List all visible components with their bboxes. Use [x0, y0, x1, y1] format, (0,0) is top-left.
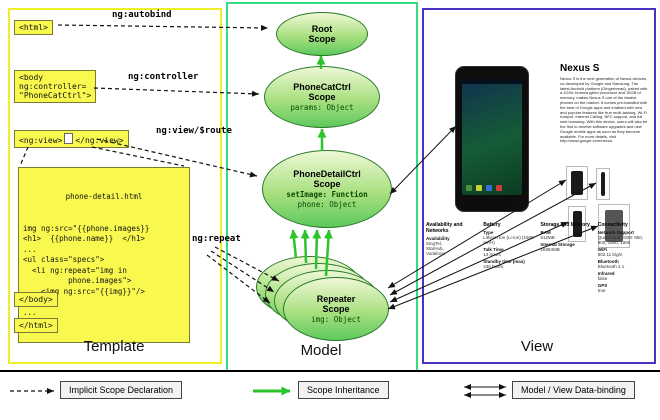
view-panel-label: View	[520, 338, 554, 355]
repeater-scope-ellipse: Repeater Scope img: Object	[283, 277, 389, 341]
phonedetailctrl-scope-title: PhoneDetailCtrl Scope	[293, 168, 361, 189]
spec-value: Quad-band GSM: 850, 900, 1800, 1900	[597, 235, 644, 245]
body-open-tag-box: <body ng:controller= "PhoneCatCtrl">	[14, 70, 97, 103]
spec-value: 430 hours	[483, 264, 504, 269]
spec-label: WiFi	[597, 247, 608, 252]
spec-value: Bluetooth 2.1	[597, 264, 625, 269]
phone-silhouette	[605, 210, 623, 242]
spec-label: Bluetooth	[597, 259, 619, 264]
root-scope-title: Root Scope	[308, 23, 336, 44]
phone-silhouette	[601, 172, 605, 196]
spec-value: 14 hours	[483, 252, 501, 257]
phonecatctrl-scope-ellipse: PhoneCatCtrl Scope params: Object	[264, 66, 380, 128]
phonedetailctrl-setimage-prop: setImage: Function	[286, 190, 368, 200]
phone-statusbar	[462, 79, 522, 84]
model-panel-label: Model	[300, 342, 342, 359]
ng-view-open-tag: <ng:view>	[19, 136, 63, 145]
phone-silhouette	[571, 171, 583, 195]
repeater-img-prop: img: Object	[311, 315, 361, 325]
spec-header: Availability and Networks	[426, 222, 463, 234]
ng-view-tag-box: <ng:view> </ng:view>	[14, 130, 129, 148]
phone-thumbnail-back	[598, 204, 630, 248]
app-icon	[486, 185, 492, 191]
html-open-tag-box: <html>	[14, 20, 53, 35]
spec-value: SingTel, StarHub, Vodafone	[426, 241, 446, 256]
repeater-scope-title: Repeater Scope	[316, 293, 356, 314]
app-icon	[476, 185, 482, 191]
phone-dock-icons	[466, 185, 518, 192]
body-close-tag-box: </body>	[14, 292, 58, 307]
root-scope-ellipse: Root Scope	[276, 12, 368, 56]
legend-separator	[0, 370, 660, 372]
legend-databind-label: Model / View Data-binding	[512, 381, 635, 399]
app-icon	[466, 185, 472, 191]
phonecatctrl-scope-title: PhoneCatCtrl Scope	[293, 81, 351, 102]
spec-value: false	[597, 276, 608, 281]
spec-label: Network Support	[597, 230, 635, 235]
html-close-tag-box: </html>	[14, 318, 58, 333]
ng-autobind-label: ng:autobind	[112, 10, 172, 20]
spec-value: Lithium Ion (Li-Ion) (1500 mAH)	[483, 235, 534, 245]
spec-value: true	[597, 288, 606, 293]
spec-value: 512MB	[540, 235, 555, 240]
phone-detail-code-box: phone-detail.html img ng:src="{{phone.im…	[18, 167, 190, 343]
legend-implicit-label: Implicit Scope Declaration	[60, 381, 183, 399]
spec-value: 802.11 b/g/n	[597, 252, 623, 257]
ng-repeat-label: ng:repeat	[192, 234, 241, 244]
phonecatctrl-scope-prop: params: Object	[290, 103, 354, 113]
code-body: img ng:src="{{phone.images}} <h1> {{phon…	[23, 223, 150, 317]
phonedetailctrl-scope-ellipse: PhoneDetailCtrl Scope setImage: Function…	[262, 150, 392, 228]
spec-value: 16384MB	[540, 247, 560, 252]
phone-thumbnail-side	[596, 168, 610, 200]
phone-thumbnail-front	[566, 166, 588, 200]
ng-view-close-tag: </ng:view>	[75, 136, 124, 145]
legend-inheritance-label: Scope Inheritance	[298, 381, 389, 399]
ng-view-route-label: ng:view/$route	[156, 126, 232, 136]
spec-header: Connectivity	[597, 222, 628, 228]
view-placeholder-icon	[64, 133, 74, 144]
product-title: Nexus S	[560, 63, 600, 74]
template-panel-label: Template	[83, 338, 145, 355]
spec-label: Infrared	[597, 271, 615, 276]
nexus-phone-image	[455, 66, 529, 212]
spec-label: GPS	[597, 283, 608, 288]
code-file-title: phone-detail.html	[65, 192, 143, 201]
app-icon	[496, 185, 502, 191]
phone-screen	[462, 79, 522, 195]
spec-header: Battery	[483, 222, 501, 228]
spec-header: Storage and Memory	[540, 222, 590, 228]
product-description: Nexus S is the next generation of Nexus …	[560, 76, 648, 144]
ng-controller-label: ng:controller	[128, 72, 199, 82]
phonedetailctrl-phone-prop: phone: Object	[297, 200, 357, 210]
